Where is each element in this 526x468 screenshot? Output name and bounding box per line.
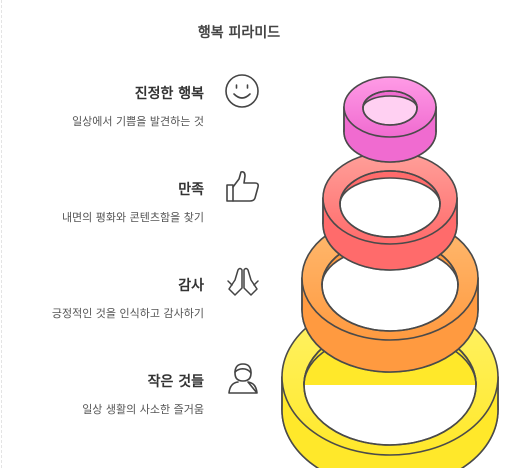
left-border (1, 0, 2, 468)
level-label-2: 만족 (178, 182, 204, 198)
page-title: 행복 피라미드 (197, 25, 281, 41)
pyramid-rings-diagram (260, 70, 526, 468)
level-description-2: 내면의 평화와 콘텐츠함을 찾기 (61, 211, 204, 224)
level-label-1: 진정한 행복 (134, 86, 204, 102)
level-description-4: 일상 생활의 사소한 즐거움 (82, 403, 204, 416)
ring-level-2 (322, 151, 458, 271)
level-description-1: 일상에서 기쁨을 발견하는 것 (72, 115, 204, 128)
level-description-3: 긍정적인 것을 인식하고 감사하기 (51, 307, 204, 320)
praying-hands-icon (223, 262, 263, 302)
thumbs-up-icon (223, 167, 263, 207)
smiley-face-icon (222, 71, 262, 111)
person-bust-icon (223, 359, 263, 399)
level-label-3: 감사 (178, 278, 204, 294)
level-label-4: 작은 것들 (147, 374, 204, 390)
ring-level-1 (343, 76, 437, 163)
